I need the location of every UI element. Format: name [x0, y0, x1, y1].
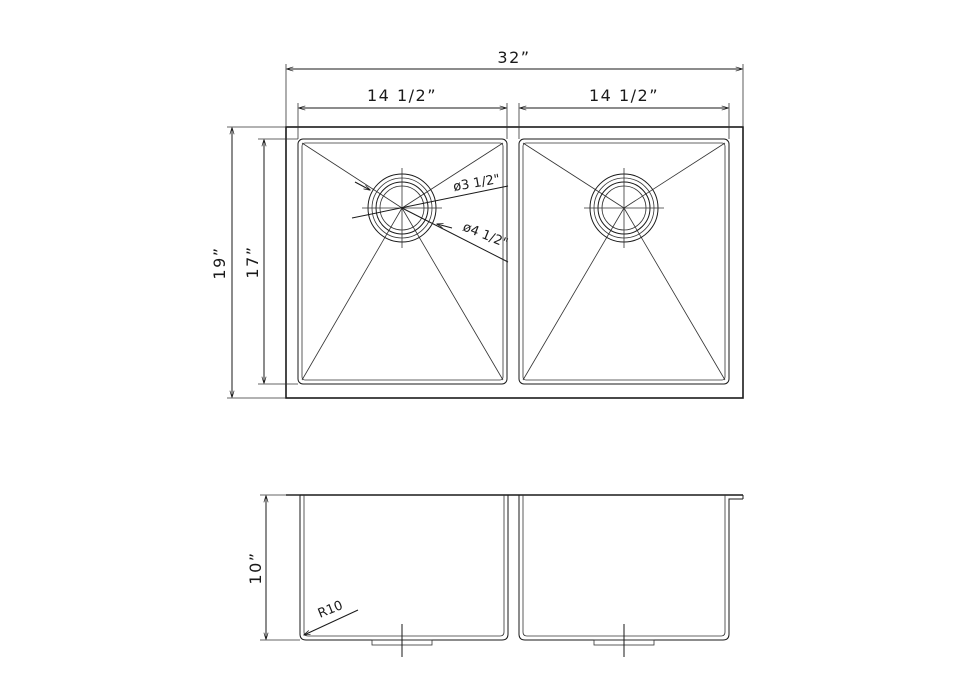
left-bowl-width-dimension: [297, 103, 508, 139]
flange-diameter-label: ø4 1/2": [461, 220, 510, 252]
bowl-depth-label: 17”: [243, 245, 262, 278]
overall-width-dimension: [285, 64, 744, 127]
bowl-depth-dimension: [258, 138, 298, 385]
height-label: 10”: [246, 551, 265, 584]
right-bowl-width-dimension: [518, 103, 730, 139]
overall-depth-dimension: [227, 126, 286, 399]
right-bowl-width-label: 14 1/2”: [589, 86, 659, 105]
height-dimension: [260, 494, 300, 641]
top-view: ø3 1/2" ø4 1/2" 32” 14 1/2” 14 1/2”: [210, 48, 744, 399]
left-bowl-width-label: 14 1/2”: [367, 86, 437, 105]
radius-leader: [304, 609, 359, 635]
overall-depth-label: 19”: [210, 246, 229, 279]
overall-width-label: 32”: [497, 48, 530, 67]
front-view: R10 10”: [246, 494, 744, 657]
sink-outer-rim: [285, 126, 744, 399]
front-right-bowl: [518, 495, 743, 641]
right-bowl: [518, 138, 730, 385]
drain-diameter-label: ø3 1/2": [452, 172, 501, 195]
front-left-bowl: [299, 495, 509, 641]
drain-callouts: [351, 181, 509, 263]
